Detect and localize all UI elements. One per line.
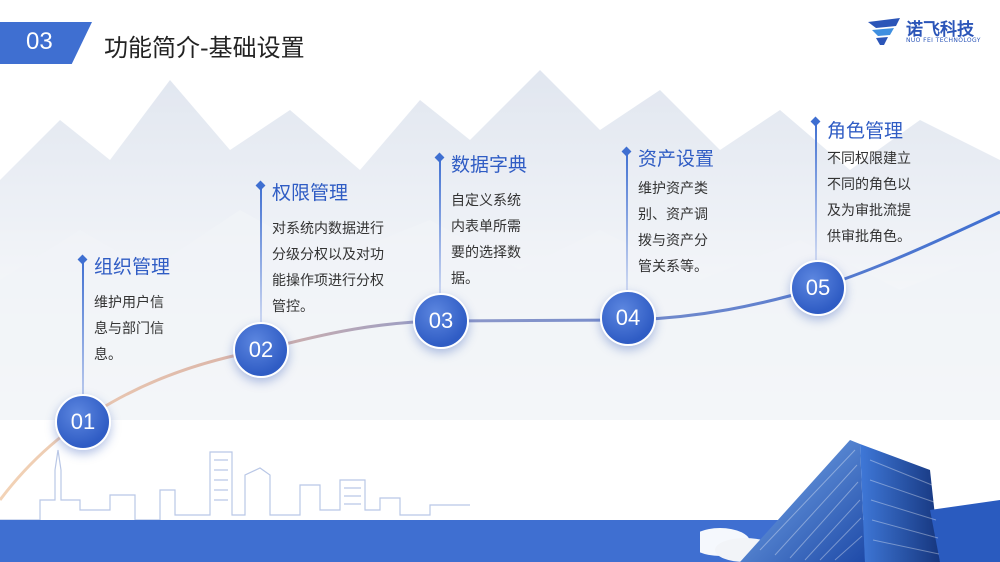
step-connector [626, 150, 628, 290]
step-description-line: 息与部门信 [94, 321, 164, 337]
step-description-line: 维护资产类 [638, 181, 708, 197]
step-connector [82, 258, 84, 420]
step-connector [260, 184, 262, 324]
step-description-line: 分级分权以及对功 [272, 247, 384, 263]
step-number-badge: 01 [55, 394, 111, 450]
step-description-line: 管控。 [272, 299, 314, 315]
step-number-badge: 05 [790, 260, 846, 316]
step-title: 资产设置 [638, 148, 715, 170]
skyscraper-illustration [700, 440, 1000, 562]
step-number-badge: 04 [600, 290, 656, 346]
logo-mark-icon [868, 18, 900, 45]
step-number-badge: 03 [413, 293, 469, 349]
step-description-line: 管关系等。 [638, 259, 708, 275]
step-description: 自定义系统 内表单所需 要的选择数 据。 [451, 188, 561, 292]
step-description: 对系统内数据进行 分级分权以及对功 能操作项进行分权 管控。 [272, 216, 422, 320]
step-description-line: 不同权限建立 [827, 151, 911, 167]
step-description-line: 对系统内数据进行 [272, 221, 384, 237]
step-title: 组织管理 [94, 256, 171, 278]
city-skyline-illustration [0, 449, 470, 521]
step-connector [439, 156, 441, 296]
step-connector [815, 120, 817, 260]
step-description-line: 维护用户信 [94, 295, 164, 311]
step-description: 维护资产类 别、资产调 拨与资产分 管关系等。 [638, 176, 748, 280]
step-description: 维护用户信 息与部门信 息。 [94, 290, 204, 368]
step-description-line: 自定义系统 [451, 193, 521, 209]
logo-subtitle: NUO FEI TECHNOLOGY [906, 37, 981, 44]
step-description-line: 能操作项进行分权 [272, 273, 384, 289]
step-number-badge: 02 [233, 322, 289, 378]
section-number: 03 [26, 28, 53, 55]
company-logo: 诺飞科技 NUO FEI TECHNOLOGY [866, 14, 986, 50]
step-description-line: 别、资产调 [638, 207, 708, 223]
step-description-line: 供审批角色。 [827, 229, 911, 245]
step-description-line: 不同的角色以 [827, 177, 911, 193]
step-title: 数据字典 [451, 154, 528, 176]
logo-name: 诺飞科技 [906, 20, 974, 40]
step-description-line: 要的选择数 [451, 245, 521, 261]
step-description-line: 据。 [451, 271, 479, 287]
page-title: 功能简介-基础设置 [104, 34, 305, 62]
step-description: 不同权限建立 不同的角色以 及为审批流提 供审批角色。 [827, 146, 947, 250]
step-title: 权限管理 [272, 182, 349, 204]
step-description-line: 拨与资产分 [638, 233, 708, 249]
step-description-line: 息。 [94, 347, 122, 363]
step-title: 角色管理 [827, 120, 904, 142]
step-description-line: 及为审批流提 [827, 203, 911, 219]
step-description-line: 内表单所需 [451, 219, 521, 235]
